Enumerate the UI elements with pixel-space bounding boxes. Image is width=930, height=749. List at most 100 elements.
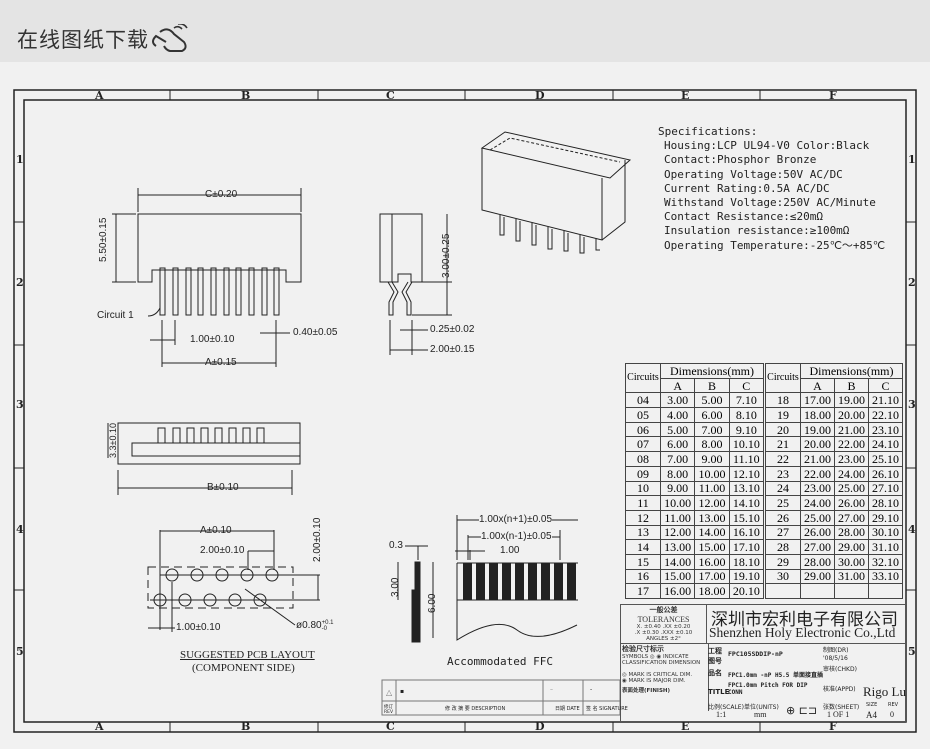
- circuits-cell: 24: [765, 480, 801, 497]
- dimension-cell: 22.10: [867, 407, 904, 423]
- dimension-cell: 18.10: [728, 553, 765, 570]
- circuits-cell: 27: [765, 524, 801, 541]
- drawn-date: '08/5/16: [823, 655, 848, 662]
- circuits-cell: 19: [765, 407, 801, 423]
- dimension-cell: 20.00: [833, 407, 869, 423]
- rev: 0: [890, 710, 894, 719]
- dimension-cell: 8.00: [659, 465, 696, 482]
- spacing-dim: 2.00±0.15: [430, 344, 475, 355]
- dimension-cell: 15.00: [659, 568, 696, 585]
- dimension-cell: 27.00: [833, 509, 869, 526]
- finish-label: 表面处理(FINISH): [622, 688, 671, 694]
- tol3: ANGLES ±2°: [646, 636, 681, 642]
- row-label: 1: [908, 153, 916, 166]
- mark-major: ◉ MARK IS MAJOR DIM.: [622, 678, 686, 684]
- circuits-cell: 12: [625, 509, 661, 526]
- dimension-cell: 24.00: [800, 495, 835, 511]
- dimension-cell: 5.00: [659, 421, 696, 438]
- dimension-cell: 14.10: [728, 495, 765, 511]
- tolerances: TOLERANCES: [637, 615, 690, 624]
- dimension-cell: 9.10: [728, 421, 765, 438]
- scale: 1:1: [716, 710, 727, 719]
- dimension-cell: 29.00: [800, 568, 835, 585]
- dimension-cell: 14.00: [659, 553, 696, 570]
- dimension-cell: 30.10: [867, 524, 904, 541]
- rev-row-mark: ▪: [400, 688, 405, 695]
- circuits-cell: 13: [625, 524, 661, 541]
- units-label: 单位(UNITS): [744, 704, 779, 711]
- dimension-cell: 24.00: [833, 465, 869, 482]
- circuits-cell: 10: [625, 480, 661, 497]
- spec-line: Insulation resistance:≥100mΩ: [664, 224, 850, 238]
- header-b: B: [694, 377, 730, 394]
- sheet: 1 OF 1: [827, 710, 850, 719]
- dimension-cell: 16.10: [728, 524, 765, 541]
- rev-dash: -: [590, 686, 593, 693]
- scale-label: 比例(SCALE): [708, 704, 744, 711]
- table-row: [765, 583, 904, 599]
- dimension-cell: 6.00: [659, 436, 696, 453]
- header-c: C: [867, 377, 904, 394]
- projection-symbol-icon: ⊕ ⊏⊐: [786, 704, 818, 717]
- header-dimensions: Dimensions(mm): [660, 363, 764, 379]
- pcb-layout: [147, 530, 320, 632]
- header-c: C: [728, 377, 765, 394]
- dimension-cell: 7.00: [694, 421, 730, 438]
- dimension-cell: 26.00: [800, 524, 835, 541]
- approved-by: Rigo Lu: [863, 684, 906, 699]
- dimension-cell: 22.00: [800, 465, 835, 482]
- col-label: D: [535, 89, 545, 102]
- ffc-width: 6.00: [427, 593, 438, 613]
- header-b: B: [833, 377, 869, 394]
- circuits-cell: 21: [765, 436, 801, 453]
- dimension-cell: 6.00: [694, 407, 730, 423]
- download-title[interactable]: 在线图纸下载: [17, 28, 149, 52]
- dimension-cell: 25.10: [867, 451, 904, 467]
- dimension-cell: [800, 583, 835, 599]
- col-label: E: [681, 720, 690, 733]
- row-label: 4: [908, 523, 916, 536]
- hand-pointer-icon[interactable]: [148, 24, 214, 54]
- header-a: A: [800, 377, 835, 394]
- dimension-cell: 12.00: [659, 524, 696, 541]
- drawn-label: 制图(DR): [823, 647, 849, 654]
- col-label: C: [386, 89, 395, 102]
- front-view: [112, 188, 302, 367]
- c-dim: C±0.20: [205, 189, 238, 200]
- dimension-cell: 28.00: [833, 524, 869, 541]
- ffc-contact-length: 3.00: [390, 577, 401, 597]
- dimension-cell: 26.00: [833, 495, 869, 511]
- circuits-cell: 20: [765, 421, 801, 438]
- dimension-cell: 5.00: [694, 392, 730, 409]
- dimension-cell: 3.00: [659, 392, 696, 409]
- col-label: B: [241, 720, 251, 733]
- dimension-cell: 18.00: [694, 583, 730, 599]
- tol2: .X ±0.30 .XXX ±0.10: [634, 630, 693, 636]
- dimension-cell: 21.00: [800, 451, 835, 467]
- dimension-cell: 32.10: [867, 553, 904, 570]
- hole-dim: ø0.80+0.1-0: [296, 620, 334, 632]
- sheet-label: 张数(SHEET): [823, 704, 860, 711]
- dimension-cell: 23.00: [800, 480, 835, 497]
- dimension-cell: 19.00: [833, 392, 869, 409]
- col-label: A: [95, 720, 104, 733]
- pcb-pitch-dim: 1.00±0.10: [176, 622, 221, 633]
- spec-line: Operating Temperature:-25℃～+85℃: [664, 238, 886, 252]
- dimension-cell: 12.00: [694, 495, 730, 511]
- dimension-cell: 18.00: [800, 407, 835, 423]
- circuits-cell: 23: [765, 465, 801, 482]
- dimension-cell: 22.00: [833, 436, 869, 453]
